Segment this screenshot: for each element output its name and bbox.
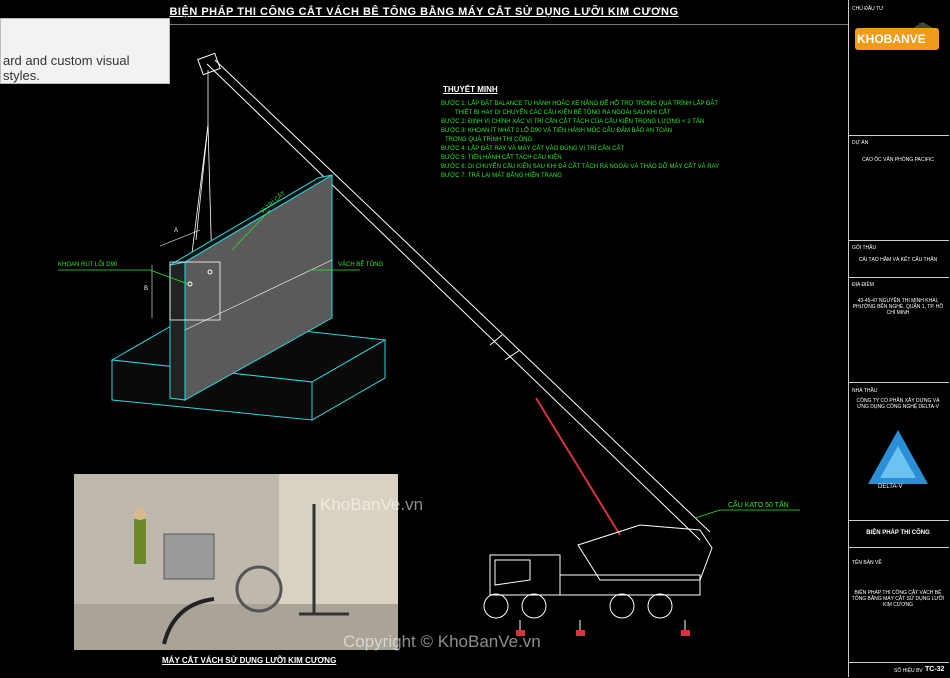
divider [848,277,949,278]
project-label: DỰ ÁN [852,140,869,146]
divider [848,240,949,241]
drill-label: KHOAN RÚT LÕI D90 [58,262,118,268]
tooltip-text: ard and custom visual styles. [3,53,130,83]
sheet-section: BIỆN PHÁP THI CÔNG [866,530,930,536]
concrete-wall [169,174,333,401]
divider [848,520,949,521]
hydraulic-cylinder [535,397,621,536]
contractor-value: CÔNG TY CỔ PHẦN XÂY DỰNG VÀ ỨNG DỤNG CÔN… [856,398,940,410]
title-block [848,0,950,677]
cutting-machine-photo [74,474,398,650]
divider [848,135,949,136]
divider [848,662,949,663]
location-value: 43-45-47 NGUYỄN THỊ MINH KHAI, PHƯỜNG BẾ… [852,298,944,316]
sheet-no-label: SỐ HIỆU BV [894,668,923,674]
outrigger-pads [516,630,690,636]
owner-label: CHỦ ĐẦU TƯ [852,6,884,12]
sheet-name-label: TÊN BẢN VẼ [852,560,882,566]
crane-boom [197,52,711,541]
crane-truck [483,524,713,635]
tooltip-popup: ard and custom visual styles. [0,18,170,84]
note-line: THIẾT BỊ HAY DI CHUYỂN CÁC CẤU KIỆN BÊ T… [455,110,671,116]
package-value: CẢI TẠO HẦM VÀ KẾT CẤU THÂN [858,257,938,263]
sheet-name-value: BIỆN PHÁP THI CÔNG CẮT VÁCH BÊ TÔNG BẰNG… [851,590,945,608]
divider [848,382,949,383]
note-line: BƯỚC 5: TIẾN HÀNH CẮT TÁCH CẤU KIỆN [441,155,562,161]
drawing-title: BIỆN PHÁP THI CÔNG CẮT VÁCH BÊ TÔNG BẰNG… [169,6,679,18]
location-label: ĐỊA ĐIỂM [852,282,874,288]
sheet-no-value: TC-32 [925,666,945,673]
crane-label: CẨU KATO 50 TẤN [728,502,789,509]
watermark-copyright: Copyright © KhoBanVe.vn [343,632,541,651]
dim-b-label: B [144,286,149,292]
notes-list: BƯỚC 1: LẮP ĐẶT BALANCE TỤ HÀNH HOẶC XE … [441,100,719,181]
leader-lines [58,209,800,519]
photo-caption: MÁY CẮT VÁCH SỬ DỤNG LƯỠI KIM CƯƠNG [162,656,337,665]
delta-logo-icon [868,430,928,484]
notes-title: THUYẾT MINH [443,85,498,94]
project-value: CAO ỐC VĂN PHÒNG PACIFIC [862,157,934,163]
dimension-lines [151,229,201,318]
delta-text: DELTA-V [878,484,903,490]
note-line: BƯỚC 4: LẮP ĐẶT RAY VÀ MÁY CẮT VÀO ĐÚNG … [441,146,625,152]
package-label: GÓI THẦU [852,245,877,251]
main-drawing [58,52,800,636]
note-line: BƯỚC 1: LẮP ĐẶT BALANCE TỤ HÀNH HOẶC XE … [441,101,719,107]
divider [848,547,949,548]
note-line: BƯỚC 7: TRẢ LẠI MẶT BẰNG HIỆN TRẠNG [441,173,562,179]
contractor-label: NHÀ THẦU [852,388,878,394]
wall-label: VÁCH BÊ TÔNG [338,262,384,268]
dim-a-label: A [174,228,179,234]
note-line: BƯỚC 2: ĐỊNH VỊ CHÍNH XÁC VỊ TRÍ CẦN CẮT… [441,119,705,125]
note-line: BƯỚC 3: KHOAN ÍT NHẤT 2 LỖ D90 VÀ TIẾN H… [441,128,673,134]
photo-illustration [74,474,398,650]
note-line: BƯỚC 6: DI CHUYỂN CẤU KIỆN SAU KHI ĐÃ CẮ… [441,164,720,170]
note-line: TRONG QUÁ TRÌNH THI CÔNG [445,137,533,143]
watermark-logo: KhoBanVe.vn [320,495,424,514]
title-bar [0,0,848,25]
company-logo: KHOBANVE [853,22,941,52]
logo-text: KHOBANVE [857,32,926,46]
